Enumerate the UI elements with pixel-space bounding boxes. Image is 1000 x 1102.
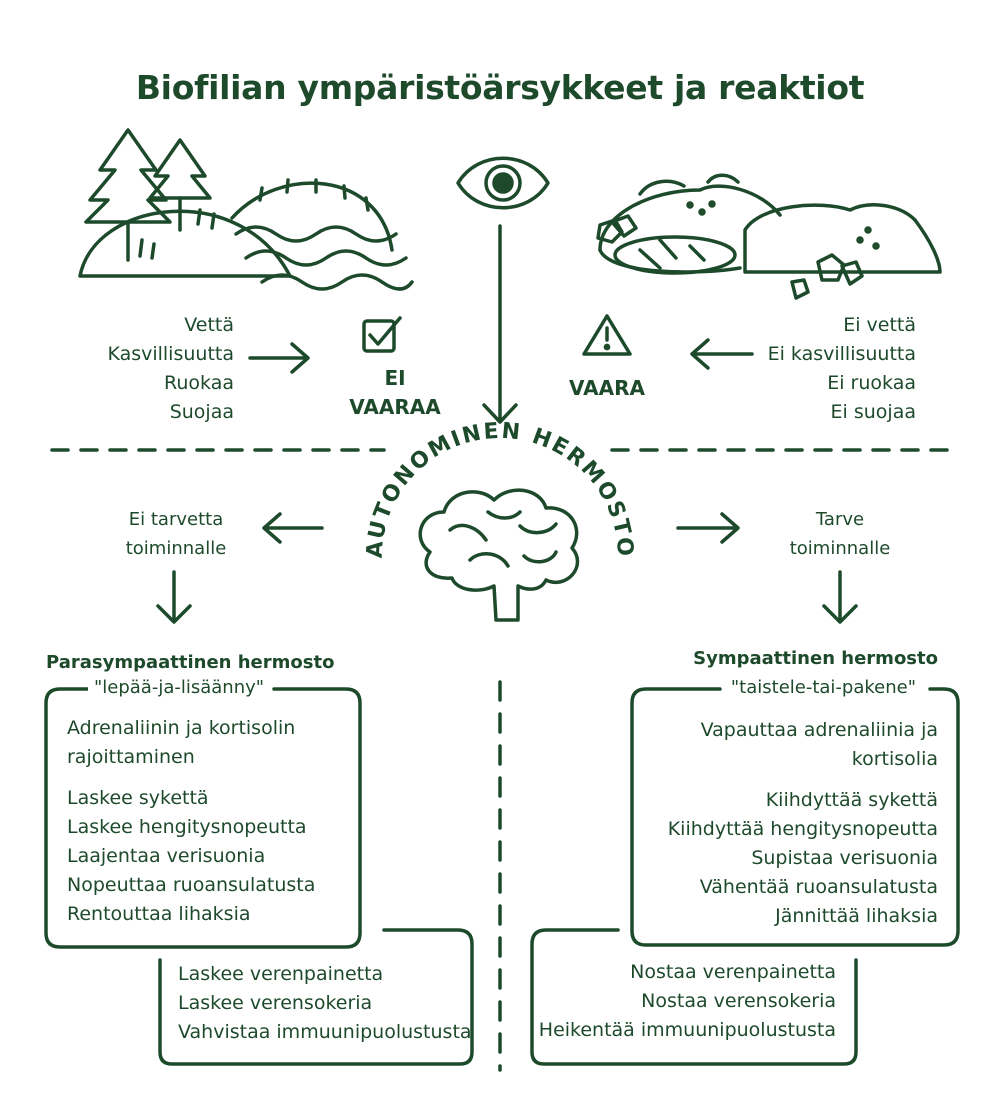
parasympathetic-extra: Laskee verenpainetta Laskee verensokeria…	[178, 960, 472, 1047]
right-stimuli-list: Ei vettä Ei kasvillisuutta Ei ruokaa Ei …	[768, 311, 916, 427]
list-item: Nostaa verenpainetta	[630, 961, 836, 983]
list-item: Suojaa	[169, 401, 234, 423]
list-item: Ei vettä	[843, 314, 916, 336]
right-arrow-icon	[248, 342, 310, 374]
no-danger-label: EI VAARAA	[340, 364, 450, 422]
right-need-line2: toiminnalle	[789, 538, 891, 559]
warning-icon	[582, 314, 632, 356]
list-item: Ei ruokaa	[827, 372, 916, 394]
list-item: kortisolia	[851, 748, 938, 770]
list-item: Vettä	[184, 314, 234, 336]
left-stimuli-list: Vettä Kasvillisuutta Ruokaa Suojaa	[107, 311, 234, 427]
list-item: Kiihdyttää hengitysnopeutta	[667, 818, 938, 840]
list-item: Ruokaa	[164, 372, 234, 394]
no-danger-line2: VAARAA	[349, 395, 441, 419]
page-title: Biofilian ympäristöärsykkeet ja reaktiot	[135, 68, 865, 108]
right-side-arrow	[676, 512, 740, 544]
parasympathetic-box	[44, 687, 362, 949]
checkbox-icon	[362, 316, 402, 353]
list-item: Laajentaa verisuonia	[67, 845, 266, 867]
list-item: Laskee sykettä	[67, 787, 209, 809]
center-label: AUTONOMINEN HERMOSTO	[363, 419, 636, 559]
list-item: Kiihdyttää sykettä	[765, 789, 938, 811]
list-item: rajoittaminen	[67, 746, 195, 768]
sympathetic-effects: Kiihdyttää sykettä Kiihdyttää hengitysno…	[668, 786, 938, 931]
list-item: Adrenaliinin ja kortisolin	[67, 717, 296, 739]
sympathetic-lead: Vapauttaa adrenaliinia ja kortisolia	[701, 716, 938, 774]
list-item: Rentouttaa lihaksia	[67, 903, 251, 925]
list-item: Laskee verenpainetta	[178, 963, 384, 985]
sympathetic-extra: Nostaa verenpainetta Nostaa verensokeria…	[539, 958, 836, 1045]
parasympathetic-title: Parasympaattinen hermosto	[46, 652, 335, 673]
list-item: Nostaa verensokeria	[641, 990, 836, 1012]
no-danger-line1: EI	[384, 366, 406, 390]
list-item: Ei suojaa	[830, 401, 916, 423]
list-item: Vapauttaa adrenaliinia ja	[700, 719, 938, 741]
parasympathetic-motto: "lepää-ja-lisäänny"	[88, 677, 271, 698]
left-need-line2: toiminnalle	[125, 538, 227, 559]
right-down-arrow	[822, 570, 858, 624]
left-need-label: Ei tarvetta toiminnalle	[96, 505, 256, 563]
down-arrow-center	[482, 224, 518, 424]
left-down-arrow	[156, 570, 192, 624]
list-item: Laskee hengitysnopeutta	[67, 816, 307, 838]
list-item: Nopeuttaa ruoansulatusta	[67, 874, 316, 896]
list-item: Laskee verensokeria	[178, 992, 373, 1014]
lush-landscape-icon	[78, 128, 414, 291]
brain-icon	[418, 488, 580, 622]
list-item: Ei kasvillisuutta	[767, 343, 916, 365]
left-side-arrow	[262, 512, 324, 544]
barren-landscape-icon	[596, 173, 942, 300]
danger-label: VAARA	[569, 376, 645, 400]
left-need-line1: Ei tarvetta	[128, 509, 224, 530]
eye-icon	[456, 156, 550, 210]
parasympathetic-lead: Adrenaliinin ja kortisolin rajoittaminen	[67, 714, 295, 772]
parasympathetic-effects: Laskee sykettä Laskee hengitysnopeutta L…	[67, 784, 315, 929]
parasympathetic-extra-box	[158, 928, 474, 1066]
list-item: Jännittää lihaksia	[775, 905, 938, 927]
list-item: Kasvillisuutta	[107, 343, 234, 365]
right-need-line1: Tarve	[815, 509, 865, 530]
sympathetic-box	[630, 687, 960, 947]
sympathetic-extra-box	[530, 928, 858, 1066]
list-item: Vähentää ruoansulatusta	[699, 876, 938, 898]
list-item: Supistaa verisuonia	[751, 847, 938, 869]
sympathetic-motto: "taistele-tai-pakene"	[724, 677, 922, 698]
sympathetic-title: Sympaattinen hermosto	[693, 648, 938, 669]
left-arrow-icon	[690, 338, 754, 370]
center-label-curved: AUTONOMINEN HERMOSTO	[363, 419, 638, 559]
list-item: Vahvistaa immuunipuolustusta	[178, 1021, 472, 1043]
list-item: Heikentää immuunipuolustusta	[538, 1019, 836, 1041]
right-need-label: Tarve toiminnalle	[760, 505, 920, 563]
